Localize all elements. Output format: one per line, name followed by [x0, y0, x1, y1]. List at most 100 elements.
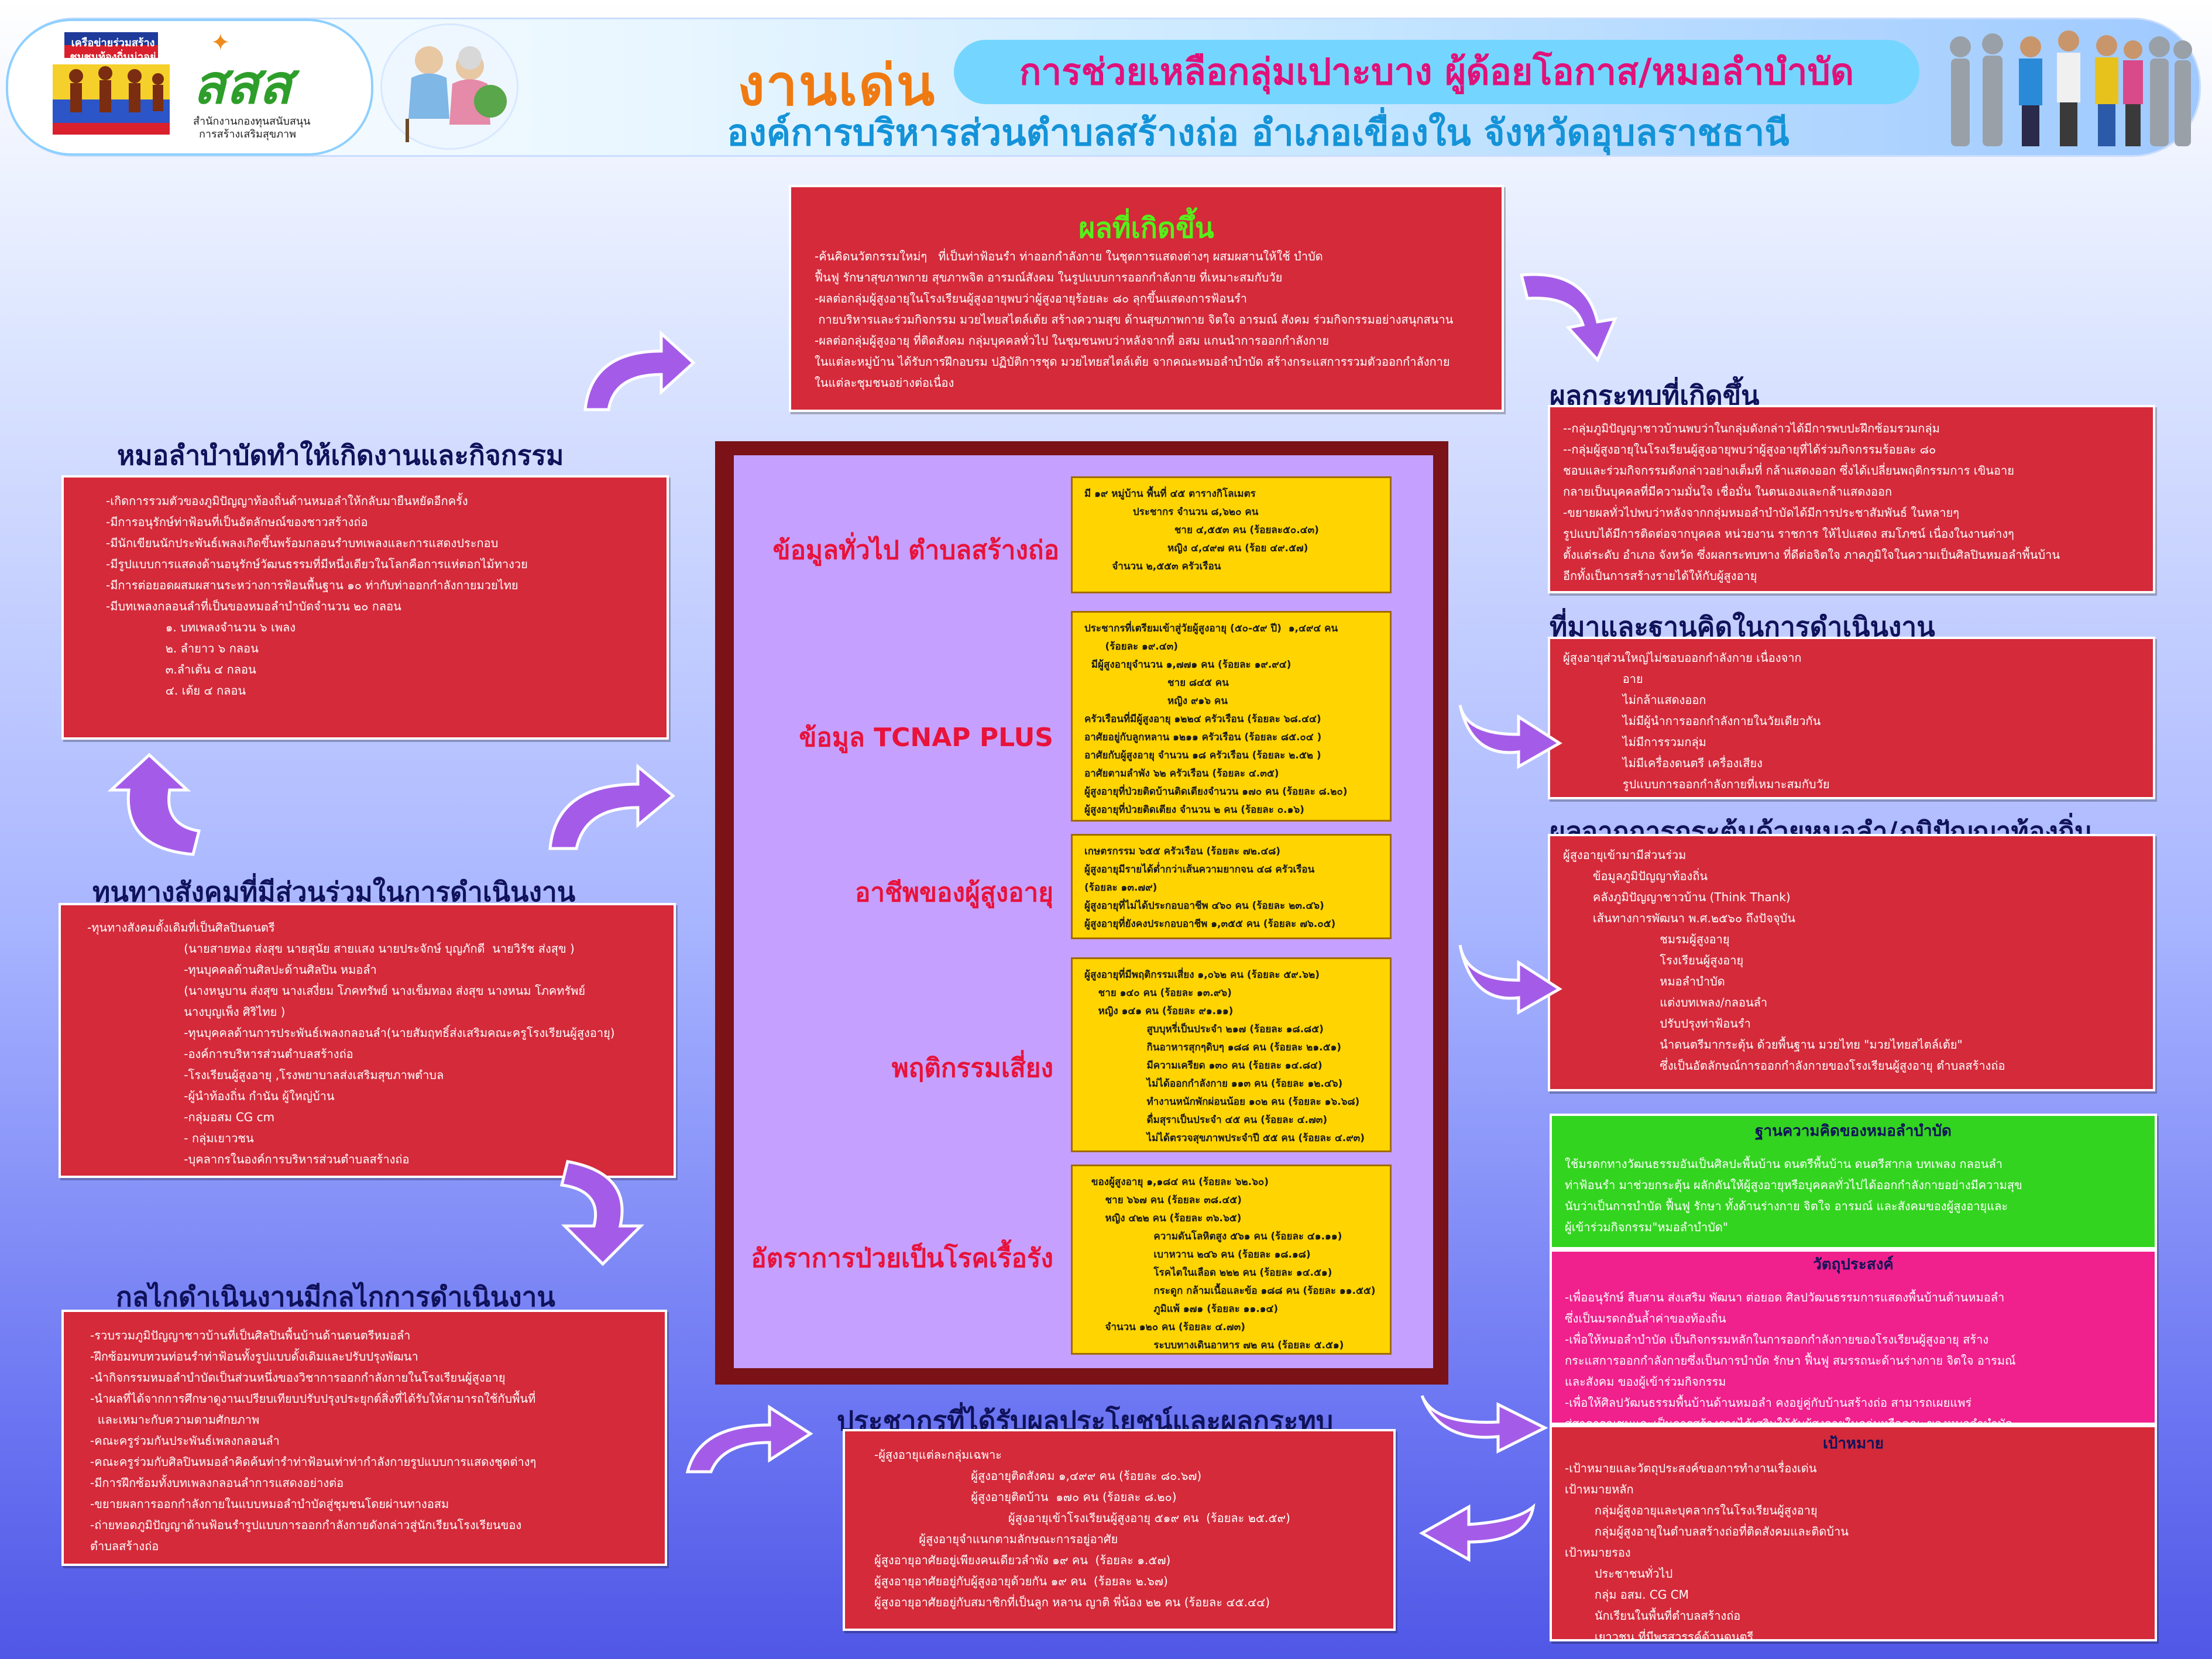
text-line: ผู้สูงอายุติดสังคม ๑,๔๙๙ คน (ร้อยละ ๘๐.๖…: [874, 1469, 1202, 1483]
text-line: แต่งบทเพลง/กลอนลำ: [1563, 995, 1768, 1009]
goal-title: เป้าหมาย: [1822, 1435, 1884, 1452]
text-line: ผู้สูงอายุที่ป่วยติดบ้านติดเตียงจำนวน ๑๗…: [1084, 786, 1348, 798]
text-line: ผู้สูงอายุมีรายได้ต่ำกว่าเส้นความยากจน ๔…: [1084, 864, 1315, 875]
chronic-lines: ของผู้สูงอายุ ๑,๑๘๔ คน (ร้อยละ ๖๒.๖๐) ชา…: [1084, 1173, 1378, 1353]
impact-lines: --กลุ่มภูมิปัญญาชาวบ้านพบว่าในกลุ่มดังกล…: [1563, 418, 2129, 586]
text-line: -มีการฝึกซ้อมทั้งบทเพลงกลอนลำการแสดงอย่า…: [90, 1476, 344, 1490]
mechanism-box: -รวบรวมภูมิปัญญาชาวบ้านที่เป็นศิลปินพื้น…: [61, 1310, 667, 1566]
career-lines: เกษตรกรรม ๖๕๕ ครัวเรือน (ร้อยละ ๗๒.๔๘)ผู…: [1084, 843, 1378, 933]
text-line: เส้นทางการพัฒนา พ.ศ.๒๕๖๐ ถึงปัจจุบัน: [1563, 911, 1795, 925]
results-lines: -ค้นคิดนวัตกรรมใหม่ๆ ที่เป็นท่าฟ้อนรำ ท่…: [815, 246, 1478, 393]
text-line: หญิง ๔๒๒ คน (ร้อยละ ๓๖.๖๕): [1084, 1213, 1242, 1224]
network-logo-text-1: เครือข่ายร่วมสร้าง: [71, 37, 155, 49]
text-line: ชาย ๑๔๐ คน (ร้อยละ ๑๓.๙๖): [1084, 987, 1232, 999]
thaihealth-logo: สสส: [193, 53, 292, 116]
text-line: ไม่กล้าแสดงออก: [1563, 693, 1706, 707]
text-line: ในแต่ละชุมชนอย่างต่อเนื่อง: [815, 376, 954, 390]
page-title: งานเด่น: [737, 53, 936, 118]
text-line: -มีบทเพลงกลอนลำที่เป็นของหมอลำบำบัดจำนวน…: [106, 599, 401, 613]
thaihealth-star-icon: ✦: [211, 29, 231, 56]
text-line: -ทุนทางสังคมดั้งเดิมที่เป็นศิลปินดนตรี: [87, 920, 275, 935]
social-lines: -ทุนทางสังคมดั้งเดิมที่เป็นศิลปินดนตรี (…: [87, 917, 650, 1170]
label-risk: พฤติกรรมเสี่ยง: [891, 1053, 1053, 1083]
text-line: ความดันโลหิตสูง ๕๖๑ คน (ร้อยละ ๔๑.๑๑): [1084, 1231, 1342, 1242]
label-tcnap: ข้อมูล TCNAP PLUS: [799, 723, 1053, 753]
text-line: ปรับปรุงท่าฟ้อนรำ: [1563, 1016, 1751, 1031]
text-line: ไม่ได้ออกกำลังกาย ๑๑๓ คน (ร้อยละ ๑๒.๔๖): [1084, 1078, 1343, 1090]
text-line: อาศัยอยู่กับลูกหลาน ๑๒๑๑ ครัวเรือน (ร้อย…: [1084, 731, 1322, 743]
text-line: -ทุนบุคคลด้านศิลปะด้านศิลปิน หมอลำ: [87, 963, 377, 977]
text-line: ประชากร จำนวน ๘,๖๒๐ คน: [1084, 506, 1259, 518]
text-line: ครัวเรือนที่มีผู้สูงอายุ ๑๒๒๔ ครัวเรือน …: [1084, 713, 1321, 725]
text-line: ในแต่ละหมู่บ้าน ได้รับการฝึกอบรม ปฏิบัติ…: [815, 355, 1450, 369]
text-line: ตำบลสร้างถ่อ: [90, 1539, 159, 1553]
text-line: เป้าหมายหลัก: [1565, 1482, 1634, 1496]
text-line: -ผู้สูงอายุแต่ละกลุ่มเฉพาะ: [874, 1448, 1002, 1462]
chronic-box: ของผู้สูงอายุ ๑,๑๘๔ คน (ร้อยละ ๖๒.๖๐) ชา…: [1071, 1165, 1392, 1355]
text-line: -บุคลากรในองค์การบริหารส่วนตำบลสร้างถ่อ: [87, 1152, 410, 1166]
network-logo-text-2: ชุมชนท้องถิ่นน่าอยู่: [70, 51, 156, 63]
arrow-up-right-2-icon: [548, 763, 675, 850]
objective-lines: -เพื่ออนุรักษ์ สืบสาน ส่งเสริม พัฒนา ต่อ…: [1565, 1287, 2142, 1423]
text-line: นางบุญเพ็ง ศิริไทย ): [87, 1005, 286, 1019]
text-line: ผู้สูงอายุอาศัยอยู่เพียงคนเดียวลำพัง ๑๙ …: [874, 1553, 1171, 1567]
text-line: จำนวน ๑๒๐ คน (ร้อยละ ๔.๗๓): [1084, 1321, 1245, 1333]
mechanism-title: กลไกดำเนินงานมีกลไกการดำเนินงาน: [116, 1281, 555, 1313]
text-line: -มีการอนุรักษ์ท่าฟ้อนที่เป็นอัตลักษณ์ของ…: [106, 515, 368, 529]
text-line: -มีการต่อยอดผสมผสานระหว่างการฟ้อนพื้นฐาน…: [106, 578, 518, 592]
text-line: ท่าฟ้อนรำ มาช่วยกระตุ้น ผลักดันให้ผู้สูง…: [1565, 1178, 2022, 1192]
text-line: -คณะครูร่วมกันประพันธ์เพลงกลอนลำ: [90, 1434, 280, 1448]
text-line: -ผลต่อกลุ่มผู้สูงอายุในโรงเรียนผู้สูงอาย…: [815, 291, 1247, 305]
text-line: กลุ่มผู้สูงอายุและบุคลากรในโรงเรียนผู้สู…: [1565, 1503, 1818, 1517]
text-line: ใช้มรดกทางวัฒนธรรมอันเป็นศิลปะพื้นบ้าน ด…: [1565, 1157, 2003, 1171]
arrow-down-1-icon: [559, 1160, 645, 1266]
text-line: นักเรียนในพื้นที่ตำบลสร้างถ่อ: [1565, 1609, 1741, 1623]
text-line: เป้าหมายรอง: [1565, 1545, 1631, 1560]
text-line: ชาย ๖๖๗ คน (ร้อยละ ๓๘.๔๕): [1084, 1194, 1242, 1206]
risk-box: ผู้สูงอายุที่มีพฤติกรรมเสี่ยง ๑,๐๖๒ คน (…: [1071, 957, 1392, 1152]
beneficiaries-box: -ผู้สูงอายุแต่ละกลุ่มเฉพาะ ผู้สูงอายุติด…: [843, 1429, 1396, 1631]
text-line: ภูมิแพ้ ๑๗๑ (ร้อยละ ๑๑.๑๔): [1084, 1303, 1279, 1315]
label-chronic: อัตราการป่วยเป็นโรคเรื้อรัง: [751, 1244, 1053, 1273]
text-line: --กลุ่มภูมิปัญญาชาวบ้านพบว่าในกลุ่มดังกล…: [1563, 421, 1940, 435]
text-line: -มีรูปแบบการแสดงด้านอนุรักษ์วัฒนธรรมที่ม…: [106, 557, 528, 571]
label-general-info: ข้อมูลทั่วไป ตำบลสร้างถ่อ: [772, 535, 1059, 565]
concept-box: ใช้มรดกทางวัฒนธรรมอันเป็นศิลปะพื้นบ้าน ด…: [1550, 1114, 2157, 1249]
text-line: ฟื้นฟู รักษาสุขภาพกาย สุขภาพจิต อารมณ์สั…: [815, 270, 1283, 284]
text-line: ผู้สูงอายุอาศัยอยู่กับสมาชิกที่เป็นลูก ห…: [874, 1595, 1270, 1609]
text-line: สูบบุหรี่เป็นประจำ ๒๑๗ (ร้อยละ ๑๘.๘๕): [1084, 1023, 1324, 1035]
goal-lines: -เป้าหมายและวัตถุประสงค์ของการทำงานเรื่อ…: [1565, 1458, 2142, 1641]
text-line: มีผู้สูงอายุจำนวน ๑,๗๗๑ คน (ร้อยละ ๑๙.๙๔…: [1084, 659, 1292, 671]
text-line: -กลุ่มอสม CG cm: [87, 1110, 275, 1124]
text-line: ผู้สูงอายุเข้ามามีส่วนร่วม: [1563, 848, 1687, 862]
text-line: -ผู้นำท้องถิ่น กำนัน ผู้ใหญ่บ้าน: [87, 1089, 335, 1103]
text-line: ของผู้สูงอายุ ๑,๑๘๔ คน (ร้อยละ ๖๒.๖๐): [1084, 1176, 1269, 1188]
people-illustration: [1937, 23, 2194, 149]
text-line: ตั้งแต่ระดับ อำเภอ จังหวัด ซึ่งผลกระทบทา…: [1563, 548, 2060, 562]
text-line: เยาวชน ที่มีพรสวรรค์ด้านดนตรี: [1565, 1630, 1754, 1641]
text-line: -เพื่อให้ศิลปวัฒนธรรมพื้นบ้านด้านหมอลำ ค…: [1565, 1396, 1972, 1410]
social-box: -ทุนทางสังคมดั้งเดิมที่เป็นศิลปินดนตรี (…: [59, 903, 676, 1178]
text-line: -องค์การบริหารส่วนตำบลสร้างถ่อ: [87, 1047, 353, 1061]
text-line: เบาหวาน ๒๔๖ คน (ร้อยละ ๑๘.๑๘): [1084, 1249, 1311, 1260]
text-line: ผู้สูงอายุที่ยังคงประกอบอาชีพ ๑,๓๕๕ คน (…: [1084, 918, 1336, 930]
text-line: หญิง ๑๔๑ คน (ร้อยละ ๙๑.๑๑): [1084, 1005, 1234, 1017]
title-topic-pill: การช่วยเหลือกลุ่มเปาะบาง ผู้ด้อยโอกาส/หม…: [954, 40, 1919, 104]
text-line: -เพื่อให้หมอลำบำบัด เป็นกิจกรรมหลักในการ…: [1565, 1332, 1989, 1347]
text-line: -ทุนบุคคลด้านการประพันธ์เพลงกลอนลำ(นายสั…: [87, 1026, 615, 1040]
molam-lines: -เกิดการรวมตัวของภูมิปัญญาท้องถิ่นด้านหม…: [106, 490, 643, 701]
text-line: กายบริหารและร่วมกิจกรรม มวยไทยสไตล์เต้ย …: [815, 312, 1454, 327]
text-line: ผู้สูงอายุอาศัยอยู่กับผู้สูงอายุด้วยกัน …: [874, 1574, 1168, 1588]
text-line: ผู้สูงอายุติดบ้าน ๑๗๐ คน (ร้อยละ ๘.๒๐): [874, 1490, 1177, 1504]
text-line: กลายเป็นบุคคลที่มีความมั่นใจ เชื่อมั่น ใ…: [1563, 485, 1892, 499]
text-line: ไม่มีการรวมกลุ่ม: [1563, 735, 1706, 749]
tcnap-lines: ประชากรที่เตรียมเข้าสู่วัยผู้สูงอายุ (๕๐…: [1084, 620, 1378, 819]
network-logo: [53, 29, 170, 140]
text-line: -เพื่ออนุรักษ์ สืบสาน ส่งเสริม พัฒนา ต่อ…: [1565, 1290, 2005, 1304]
concept-lines: ใช้มรดกทางวัฒนธรรมอันเป็นศิลปะพื้นบ้าน ด…: [1565, 1153, 2142, 1238]
results-title: ผลที่เกิดขึ้น: [1078, 212, 1214, 245]
text-line: ข้อมูลภูมิปัญญาท้องถิ่น: [1563, 869, 1708, 883]
text-line: ๓.ลำเต้น ๔ กลอน: [106, 662, 256, 676]
arrow-right-1-icon: [1458, 705, 1562, 770]
beneficiaries-lines: -ผู้สูงอายุแต่ละกลุ่มเฉพาะ ผู้สูงอายุติด…: [874, 1444, 1370, 1613]
